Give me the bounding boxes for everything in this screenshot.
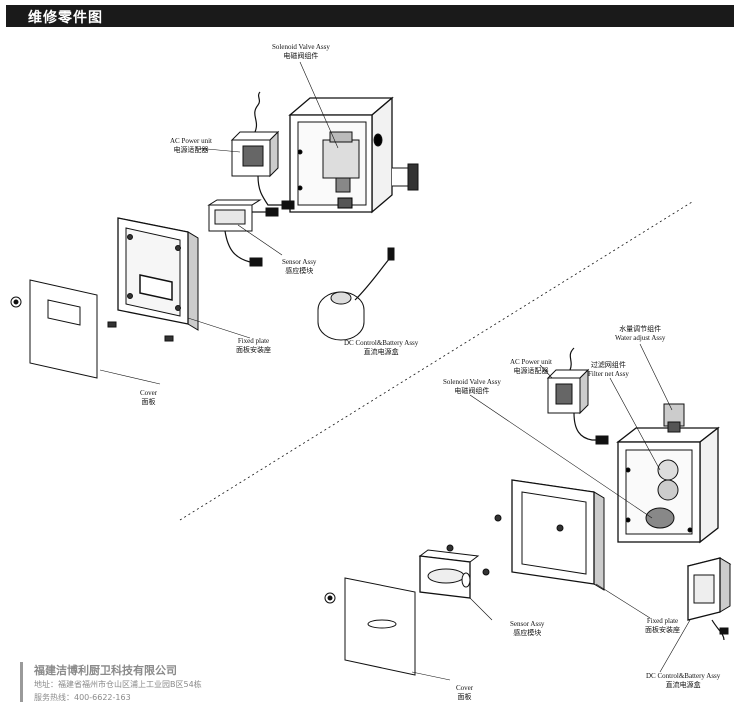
label-lower-fixed-plate: Fixed plate 面板安装座 bbox=[645, 617, 680, 635]
label-zh: 面板 bbox=[141, 398, 156, 406]
footer-service-phone: 服务热线：400-6622-163 bbox=[34, 693, 131, 702]
lower-solenoid-valve-box bbox=[616, 403, 720, 544]
label-en: Sensor Assy bbox=[282, 258, 317, 266]
label-en: Fixed plate bbox=[237, 337, 270, 345]
label-lower-filter-net: 过滤网组件 Filter net Assy bbox=[588, 361, 629, 379]
label-lower-solenoid: Solenoid Valve Assy 电磁阀组件 bbox=[443, 378, 501, 396]
label-zh: 水量调节组件 bbox=[619, 325, 662, 333]
footer-address: 地址：福建省福州市仓山区浦上工业园B区54栋 bbox=[34, 680, 202, 689]
upper-ac-power-unit bbox=[230, 91, 295, 210]
label-en: Solenoid Valve Assy bbox=[443, 378, 501, 386]
footer-accent-bar bbox=[20, 662, 23, 702]
lower-leader-lines bbox=[411, 343, 691, 681]
label-zh: 过滤网组件 bbox=[590, 361, 626, 369]
label-en: AC Power unit bbox=[170, 137, 212, 145]
label-zh: 直流电源盒 bbox=[665, 681, 701, 689]
label-en: Filter net Assy bbox=[588, 370, 629, 378]
footer-company-name: 福建洁博利厨卫科技有限公司 bbox=[34, 664, 177, 677]
label-zh: 面板安装座 bbox=[645, 626, 680, 634]
label-zh: 感应模块 bbox=[285, 267, 314, 275]
label-upper-sensor: Sensor Assy 感应模块 bbox=[282, 258, 316, 276]
label-upper-fixed-plate: Fixed plate 面板安装座 bbox=[236, 337, 271, 355]
lower-dc-battery-box bbox=[686, 557, 732, 641]
upper-solenoid-valve-box bbox=[288, 96, 419, 214]
label-lower-sensor: Sensor Assy 感应模块 bbox=[510, 620, 544, 638]
label-lower-water-adjust: 水量调节组件 Water adjust Assy bbox=[615, 325, 665, 343]
label-zh: 电磁阀组件 bbox=[283, 52, 319, 60]
label-en: Cover bbox=[140, 389, 158, 397]
label-en: Fixed plate bbox=[646, 617, 679, 625]
upper-cover bbox=[10, 279, 174, 379]
label-en: Sensor Assy bbox=[510, 620, 545, 628]
lower-sensor-module bbox=[418, 549, 480, 599]
lower-ac-power-unit bbox=[546, 347, 609, 445]
label-zh: 电磁阀组件 bbox=[454, 387, 490, 395]
label-upper-solenoid: Solenoid Valve Assy 电磁阀组件 bbox=[272, 43, 330, 61]
label-zh: 直流电源盒 bbox=[363, 348, 399, 356]
label-zh: 电源适配器 bbox=[513, 367, 549, 375]
upper-leader-lines bbox=[99, 61, 339, 385]
label-en: Cover bbox=[456, 684, 474, 692]
label-en: DC Control&Battery Assy bbox=[344, 339, 419, 347]
label-lower-cover: Cover 面板 bbox=[456, 684, 473, 702]
upper-fixed-plate bbox=[117, 217, 199, 331]
section-title: 维修零件图 bbox=[28, 10, 103, 26]
label-upper-ac-power: AC Power unit 电源适配器 bbox=[170, 137, 212, 155]
label-zh: 面板 bbox=[457, 693, 472, 701]
label-lower-ac-power: AC Power unit 电源适配器 bbox=[510, 358, 552, 376]
label-en: DC Control&Battery Assy bbox=[646, 672, 721, 680]
section-header: 维修零件图 bbox=[6, 5, 734, 27]
label-upper-cover: Cover 面板 bbox=[140, 389, 157, 407]
label-zh: 感应模块 bbox=[513, 629, 542, 637]
label-en: Solenoid Valve Assy bbox=[272, 43, 330, 51]
upper-dc-battery-box bbox=[317, 247, 395, 341]
lower-fixed-plate bbox=[446, 479, 605, 591]
label-lower-dc-control: DC Control&Battery Assy 直流电源盒 bbox=[646, 672, 720, 690]
label-en: Water adjust Assy bbox=[615, 334, 666, 342]
label-upper-dc-control: DC Control&Battery Assy 直流电源盒 bbox=[344, 339, 418, 357]
label-zh: 电源适配器 bbox=[173, 146, 209, 154]
label-zh: 面板安装座 bbox=[236, 346, 271, 354]
label-en: AC Power unit bbox=[510, 358, 552, 366]
dotted-separator bbox=[179, 201, 693, 521]
lower-cover bbox=[324, 577, 416, 676]
upper-sensor-module bbox=[207, 199, 279, 267]
